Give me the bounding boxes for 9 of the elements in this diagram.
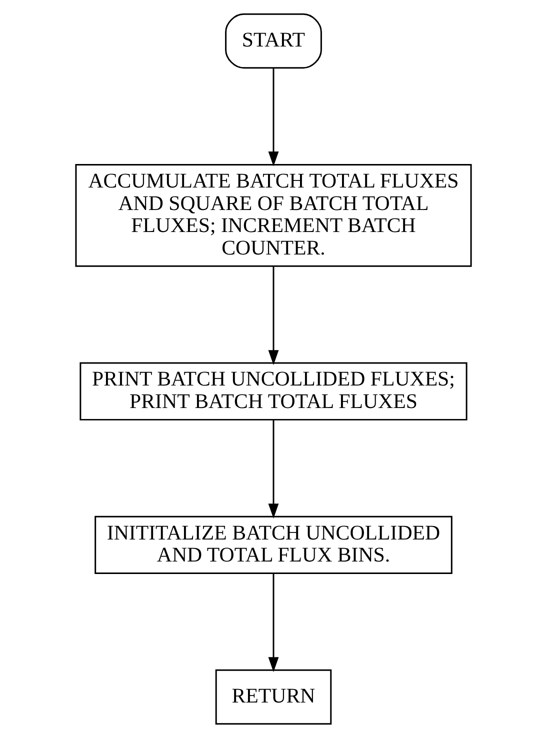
- arrow: [268, 420, 279, 518]
- node-box: START: [225, 13, 322, 69]
- node-box: RETURN: [215, 669, 332, 725]
- arrow: [268, 266, 279, 366]
- node-box: PRINT BATCH UNCOLLIDED FLUXES; PRINT BATCH TOTAL FLUXES: [80, 362, 468, 420]
- node-box: INITITALIZE BATCH UNCOLLIDED AND TOTAL FLUX BINS.: [94, 516, 452, 574]
- arrow: [268, 574, 279, 672]
- node-box: ACCUMULATE BATCH TOTAL FLUXES AND SQUARE OF BATCH TOTAL FLUXES; INCREMENT BATCH COUNTER.: [75, 164, 472, 267]
- arrow: [268, 68, 279, 166]
